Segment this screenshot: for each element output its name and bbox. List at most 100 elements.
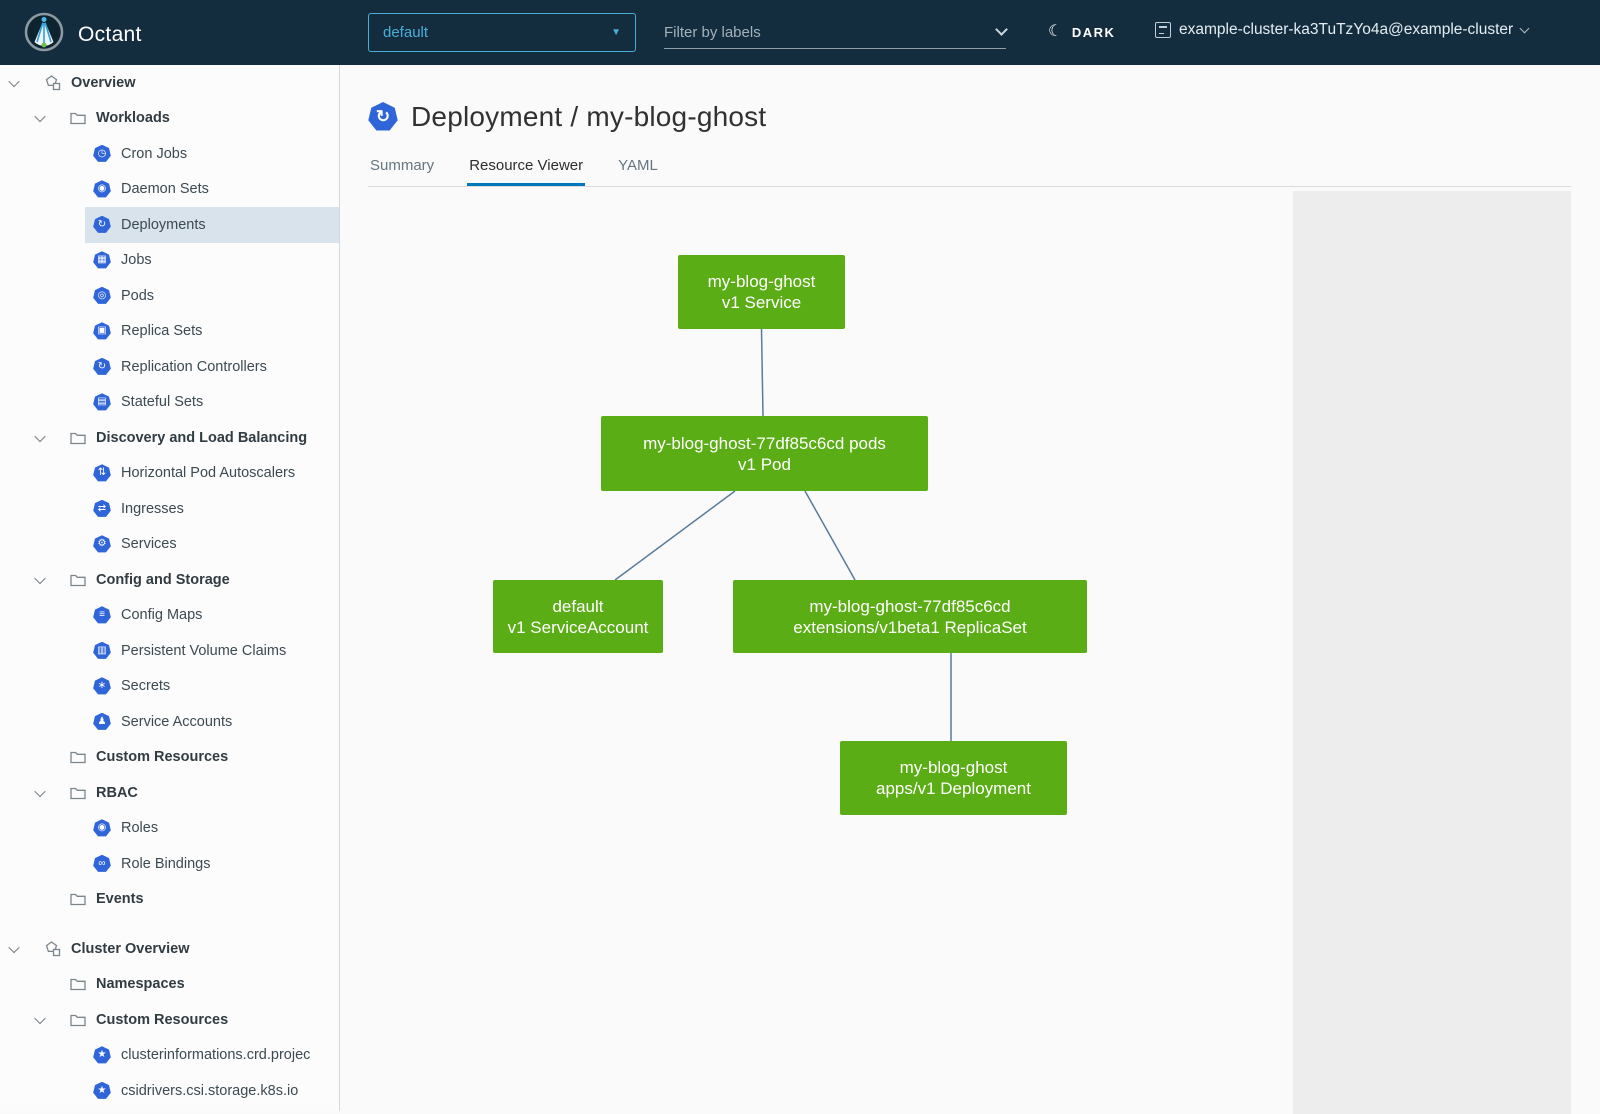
sidebar-item-custom-resources[interactable]: Custom Resources [0, 1002, 339, 1038]
sidebar-item-jobs[interactable]: ▦Jobs [0, 243, 339, 279]
sidebar-item-custom-resources[interactable]: Custom Resources [0, 740, 339, 776]
ingresses-icon: ⇄ [93, 500, 111, 518]
tab-resource-viewer[interactable]: Resource Viewer [467, 151, 585, 186]
sidebar-item-cluster-overview[interactable]: Cluster Overview [0, 931, 339, 967]
dark-theme-toggle[interactable]: ☾ DARK [1048, 22, 1115, 42]
cluster-context-selector[interactable]: example-cluster-ka3TuTzYo4a@example-clus… [1155, 21, 1528, 39]
node-name: default [552, 596, 603, 617]
sidebar-item-label: RBAC [96, 785, 138, 801]
sidebar-item-label: Workloads [96, 110, 170, 126]
services-icon: ⚙ [93, 535, 111, 553]
custom-resource-definition-icon: ★ [93, 1082, 111, 1100]
chevron-down-icon[interactable] [34, 1013, 45, 1024]
sidebar-item-config-and-storage[interactable]: Config and Storage [0, 562, 339, 598]
sidebar-item-label: Custom Resources [96, 1012, 228, 1028]
main-content: ↻ Deployment / my-blog-ghost Summary Res… [340, 65, 1600, 1111]
chevron-down-icon[interactable] [34, 431, 45, 442]
node-name: my-blog-ghost [900, 757, 1008, 778]
folder-icon [70, 111, 86, 125]
graph-edge-service-pod [762, 329, 764, 416]
sidebar-item-label: Events [96, 891, 144, 907]
chevron-down-icon[interactable] [8, 76, 19, 87]
sidebar-item-secrets[interactable]: ∗Secrets [0, 669, 339, 705]
chevron-slot [10, 945, 44, 953]
sidebar-item-label: Discovery and Load Balancing [96, 430, 307, 446]
node-kind: v1 ServiceAccount [508, 617, 649, 638]
graph-edge-pod-serviceaccount [615, 491, 735, 580]
app-header: Octant default ▼ Filter by labels ☾ DARK… [0, 0, 1600, 65]
namespace-dropdown[interactable]: default ▼ [368, 13, 636, 52]
daemon-sets-icon: ◉ [93, 180, 111, 198]
sidebar-item-service-accounts[interactable]: ♟Service Accounts [0, 704, 339, 740]
node-name: my-blog-ghost [708, 271, 816, 292]
role-bindings-icon: ∞ [93, 855, 111, 873]
chevron-down-icon[interactable] [34, 786, 45, 797]
graph-node-pod[interactable]: my-blog-ghost-77df85c6cd pods v1 Pod [601, 416, 928, 491]
sidebar-item-label: Roles [121, 820, 158, 836]
chevron-down-icon[interactable] [34, 111, 45, 122]
sidebar-item-roles[interactable]: ◉Roles [0, 811, 339, 847]
sidebar-item-csidrivers-csi-storage-k8s-io[interactable]: ★ csidrivers.csi.storage.k8s.io [0, 1073, 339, 1109]
sidebar-item-events[interactable]: Events [0, 882, 339, 918]
horizontal-pod-autoscalers-icon: ⇅ [93, 464, 111, 482]
resource-viewer-graph: my-blog-ghost v1 Service my-blog-ghost-7… [340, 187, 1600, 1114]
cluster-context-value: example-cluster-ka3TuTzYo4a@example-clus… [1179, 21, 1513, 39]
sidebar-item-horizontal-pod-autoscalers[interactable]: ⇅Horizontal Pod Autoscalers [0, 456, 339, 492]
sidebar-item-label: csidrivers.csi.storage.k8s.io [121, 1083, 298, 1099]
chevron-down-icon[interactable] [34, 573, 45, 584]
resource-viewer-side-panel [1293, 191, 1571, 1114]
sidebar-item-label: Service Accounts [121, 714, 232, 730]
sidebar-item-namespaces[interactable]: Namespaces [0, 967, 339, 1003]
namespace-dropdown-value: default [383, 24, 428, 41]
node-kind: extensions/v1beta1 ReplicaSet [793, 617, 1026, 638]
sidebar-item-deployments[interactable]: ↻Deployments [0, 207, 339, 243]
tab-yaml[interactable]: YAML [616, 151, 660, 186]
graph-node-serviceaccount[interactable]: default v1 ServiceAccount [493, 580, 663, 653]
sidebar-item-discovery-and-load-balancing[interactable]: Discovery and Load Balancing [0, 420, 339, 456]
graph-node-replicaset[interactable]: my-blog-ghost-77df85c6cd extensions/v1be… [733, 580, 1087, 653]
sidebar-item-cron-jobs[interactable]: ◷Cron Jobs [0, 136, 339, 172]
sidebar-item-rbac[interactable]: RBAC [0, 775, 339, 811]
sidebar-item-daemon-sets[interactable]: ◉ Daemon Sets [0, 172, 339, 208]
deployment-icon: ↻ [368, 102, 398, 132]
chevron-down-icon[interactable] [8, 942, 19, 953]
sidebar-item-label: Daemon Sets [121, 181, 209, 197]
custom-resource-definition-icon: ★ [93, 1046, 111, 1064]
objects-icon [44, 75, 61, 91]
sidebar-item-workloads[interactable]: Workloads [0, 101, 339, 137]
cluster-icon [1155, 22, 1171, 38]
sidebar-item-replication-controllers[interactable]: ↻Replication Controllers [0, 349, 339, 385]
sidebar-item-clusterinformations-crd-projec[interactable]: ★clusterinformations.crd.projec [0, 1038, 339, 1074]
dark-theme-label: DARK [1072, 25, 1116, 40]
graph-node-deployment[interactable]: my-blog-ghost apps/v1 Deployment [840, 741, 1067, 815]
objects-icon [44, 941, 61, 957]
octant-logo [24, 12, 64, 57]
node-kind: v1 Pod [738, 454, 791, 475]
label-filter-input[interactable]: Filter by labels [664, 16, 1006, 49]
stateful-sets-icon: ▤ [93, 393, 111, 411]
folder-icon [70, 892, 86, 906]
page-head: ↻ Deployment / my-blog-ghost Summary Res… [340, 65, 1600, 187]
sidebar-item-replica-sets[interactable]: ▣Replica Sets [0, 314, 339, 350]
sidebar-item-label: Cluster Overview [71, 941, 189, 957]
sidebar-item-label: Config and Storage [96, 572, 230, 588]
moon-icon: ☾ [1048, 21, 1064, 41]
sidebar-item-services[interactable]: ⚙Services [0, 527, 339, 563]
sidebar-item-config-maps[interactable]: ≡Config Maps [0, 598, 339, 634]
sidebar-item-overview[interactable]: Overview [0, 65, 339, 101]
persistent-volume-claims-icon: ▥ [93, 642, 111, 660]
graph-node-service[interactable]: my-blog-ghost v1 Service [678, 255, 845, 329]
sidebar-item-pods[interactable]: ◎Pods [0, 278, 339, 314]
chevron-down-icon [1520, 23, 1530, 33]
tab-summary[interactable]: Summary [368, 151, 436, 186]
sidebar-item-role-bindings[interactable]: ∞Role Bindings [0, 846, 339, 882]
folder-icon [70, 786, 86, 800]
jobs-icon: ▦ [93, 251, 111, 269]
sidebar-item-persistent-volume-claims[interactable]: ▥Persistent Volume Claims [0, 633, 339, 669]
sidebar-item-ingresses[interactable]: ⇄ Ingresses [0, 491, 339, 527]
chevron-slot [36, 576, 70, 584]
sidebar-item-stateful-sets[interactable]: ▤Stateful Sets [0, 385, 339, 421]
folder-icon [70, 1013, 86, 1027]
chevron-slot [36, 434, 70, 442]
sidebar-item-label: Ingresses [121, 501, 184, 517]
